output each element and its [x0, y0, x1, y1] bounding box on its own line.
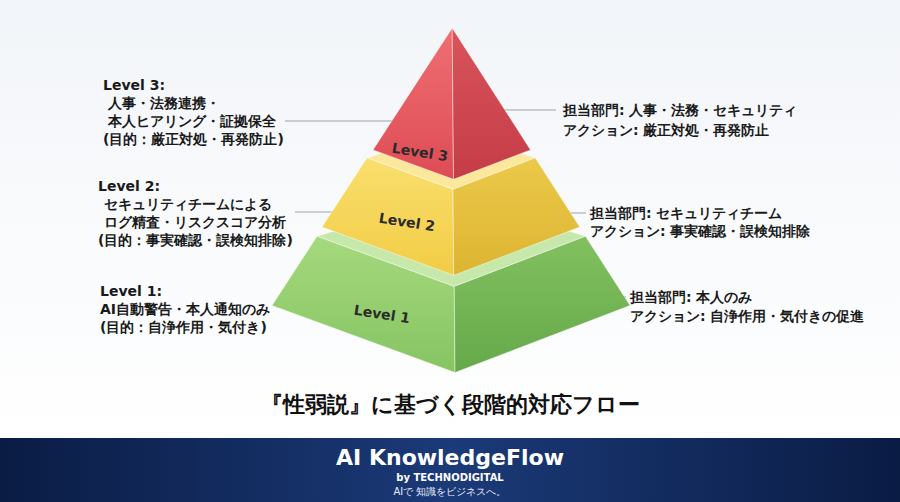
document-icon: [461, 137, 477, 157]
bell-icon: [471, 308, 501, 329]
brand-tagline: AIで 知識をビジネスへ。: [394, 487, 507, 497]
owner-department: 担当部門: セキュリティチーム: [590, 204, 782, 222]
leader-line: [285, 121, 400, 122]
leader-line: [555, 213, 586, 214]
action-text: アクション: 自浄作用・気付きの促進: [630, 307, 864, 325]
lock-icon: [489, 136, 505, 156]
level-1-icons: [471, 284, 540, 329]
level-purpose: (目的：自浄作用・気付き): [100, 318, 267, 336]
tier-left-face: [272, 236, 455, 372]
leader-line: [498, 110, 556, 111]
level-3-tier: Level 3: [373, 28, 531, 179]
leader-line: [276, 307, 335, 308]
level-3-icons: [457, 101, 505, 157]
owner-department: 担当部門: 人事・法務・セキュリティ: [563, 101, 797, 119]
level-purpose: (目的：厳正対処・再発防止): [103, 130, 284, 148]
owner-department: 担当部門: 本人のみ: [630, 288, 752, 306]
level-description: AI自動警告・本人通知のみ: [100, 300, 270, 318]
level-heading: Level 2:: [98, 177, 160, 195]
level-description: セキュリティチームによる ログ精査・リスクスコア分析: [104, 195, 296, 231]
tier-shape: [373, 28, 531, 179]
leader-lines: [276, 110, 626, 307]
level-2-icons: [466, 205, 527, 233]
background-fill: [0, 0, 900, 440]
leader-line: [295, 212, 340, 213]
brand-logo: AI KnowledgeFlow: [336, 447, 564, 469]
brand-byline: by TECHNODIGITAL: [396, 473, 504, 483]
meeting-icon: [457, 101, 483, 120]
level-purpose: (目的：事実確認・誤検知排除): [98, 231, 293, 249]
leader-line: [600, 297, 626, 298]
level-description: 人事・法務連携・ 本人ヒアリング・証拠保全: [108, 94, 290, 130]
log-review-icon: [466, 210, 495, 233]
level-heading: Level 3:: [103, 76, 165, 94]
action-text: アクション: 事実確認・誤検知排除: [590, 222, 810, 240]
mail-icon: [516, 284, 540, 309]
diagram-title: 『性弱説』に基づく段階的対応フロー: [261, 394, 640, 416]
level-heading: Level 1:: [100, 282, 162, 300]
tier-right-face: [454, 236, 630, 372]
action-text: アクション: 厳正対処・再発防止: [563, 121, 769, 139]
footer-band: [0, 438, 900, 502]
chart-icon: [503, 205, 527, 228]
